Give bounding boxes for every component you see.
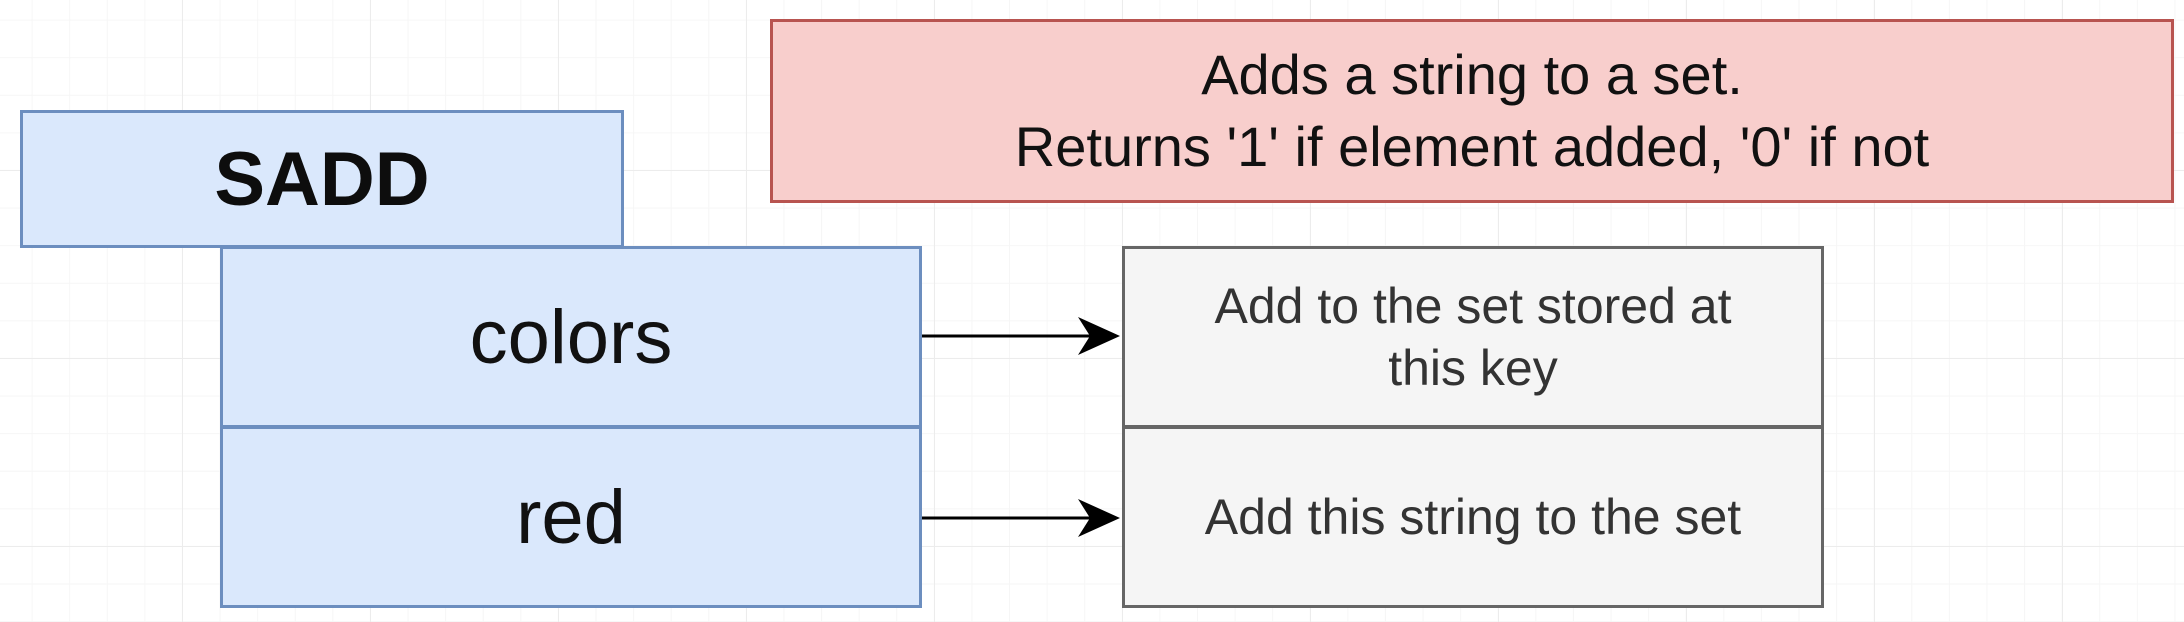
key-connector-arrowhead bbox=[1078, 317, 1120, 355]
command-description-line-1: Adds a string to a set. bbox=[1201, 43, 1743, 106]
command-box: SADD bbox=[20, 110, 624, 248]
command-description-box: Adds a string to a set. Returns '1' if e… bbox=[770, 19, 2174, 203]
command-name: SADD bbox=[214, 136, 430, 222]
key-description-box: Add to the set stored at this key bbox=[1122, 246, 1824, 428]
command-description-line-2: Returns '1' if element added, '0' if not bbox=[1014, 115, 1930, 178]
value-argument-label: red bbox=[516, 474, 626, 560]
key-description-line-2: this key bbox=[1388, 340, 1558, 396]
key-argument-label: colors bbox=[469, 294, 673, 380]
value-description-text: Add this string to the set bbox=[1204, 489, 1742, 545]
value-argument-box: red bbox=[220, 426, 922, 608]
key-description-line-1: Add to the set stored at bbox=[1214, 278, 1732, 334]
value-description-box: Add this string to the set bbox=[1122, 426, 1824, 608]
value-connector-arrowhead bbox=[1078, 499, 1120, 537]
